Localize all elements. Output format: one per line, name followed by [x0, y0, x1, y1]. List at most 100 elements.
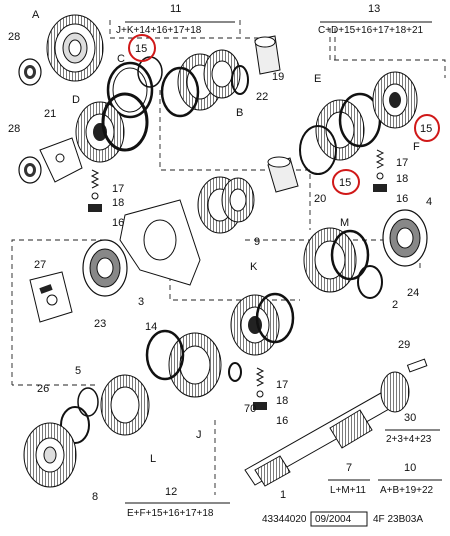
gasket-plate	[119, 199, 201, 286]
highlight-circle-15-right	[414, 114, 440, 142]
label-19: 19	[272, 71, 284, 83]
gear-L	[100, 374, 150, 436]
label-27: 27	[34, 259, 46, 271]
hub-D	[75, 101, 125, 163]
label-20: 20	[314, 193, 326, 205]
bolt-27	[39, 284, 53, 294]
label-3: 3	[138, 296, 144, 308]
label-21: 21	[44, 108, 56, 120]
group-12-formula: E+F+15+16+17+18	[127, 508, 214, 519]
ring-15-mid	[299, 125, 337, 175]
highlight-circles	[128, 34, 440, 195]
label-23: 23	[94, 318, 106, 330]
group-13-formula: C+D+15+16+17+18+21	[318, 25, 424, 36]
footer-ref: 43344020	[262, 514, 307, 525]
gear-A	[46, 14, 104, 82]
label-J: J	[196, 429, 202, 441]
label-18-right: 18	[396, 173, 408, 185]
label-70: 70	[244, 403, 256, 415]
ring-behind-D	[101, 92, 149, 152]
group-12-number: 12	[165, 486, 177, 498]
hub-K	[230, 292, 295, 356]
label-14: 14	[145, 321, 157, 333]
label-D: D	[72, 94, 80, 106]
group-10-formula: A+B+19+22	[380, 485, 434, 496]
label-E: E	[314, 73, 321, 85]
group-10-number: 10	[404, 462, 416, 474]
synchro-ring-C	[106, 61, 154, 119]
bearing-28-lower	[18, 156, 42, 184]
label-9: 9	[254, 236, 260, 248]
group-30: 30 2+3+4+23	[385, 412, 440, 445]
footer: 43344020 09/2004 4F 23B03A	[262, 511, 423, 527]
label-M: M	[340, 217, 349, 229]
part-labels: A 28 C D 21 28 17 18 16 19 22 B E F 17 1…	[8, 9, 432, 503]
gear-2	[357, 265, 383, 299]
gear-M	[303, 227, 370, 293]
label-17-left: 17	[112, 183, 124, 195]
label-8: 8	[92, 491, 98, 503]
label-L: L	[150, 453, 156, 465]
label-18-left: 18	[112, 197, 124, 209]
group-30-number: 30	[404, 412, 416, 424]
footer-code: 4F 23B03A	[373, 514, 423, 525]
label-17-center: 17	[276, 379, 288, 391]
circlip-5	[77, 387, 99, 417]
label-5: 5	[75, 365, 81, 377]
label-22: 22	[256, 91, 268, 103]
bearing-28-top	[18, 58, 42, 86]
label-2: 2	[392, 299, 398, 311]
label-B: B	[236, 107, 243, 119]
hub-F	[372, 71, 418, 129]
label-1: 1	[280, 489, 286, 501]
detent-assembly-right	[373, 149, 387, 192]
label-15-mid: 15	[339, 177, 351, 189]
label-C: C	[117, 53, 125, 65]
group-13: 13 C+D+15+16+17+18+21	[318, 3, 432, 36]
label-18-center: 18	[276, 395, 288, 407]
group-10: 10 A+B+19+22	[378, 462, 442, 496]
ring-22	[231, 65, 249, 95]
gear-E	[315, 92, 382, 161]
retainer-plate-23	[29, 271, 73, 323]
group-7: 7 L+M+11	[328, 462, 370, 496]
group-13-number: 13	[368, 3, 380, 15]
gear-8	[23, 422, 77, 488]
gear-9	[197, 176, 255, 234]
label-15-right: 15	[420, 123, 432, 135]
bushing-19	[254, 35, 281, 75]
label-24: 24	[407, 287, 419, 299]
label-K: K	[250, 261, 258, 273]
group-11-formula: J+K+14+16+17+18	[116, 25, 202, 36]
label-28-top: 28	[8, 31, 20, 43]
group-7-formula: L+M+11	[330, 485, 366, 496]
label-28-lower: 28	[8, 123, 20, 135]
detent-assembly-center	[253, 367, 267, 410]
group-11: 11 J+K+14+16+17+18	[116, 3, 235, 36]
ring-26	[60, 406, 90, 444]
group-30-formula: 2+3+4+23	[386, 434, 432, 445]
bearing-3	[82, 239, 128, 297]
highlight-circle-15-mid	[332, 169, 360, 195]
footer-date: 09/2004	[315, 514, 352, 525]
bolt-29	[406, 358, 428, 373]
label-16-center: 16	[276, 415, 288, 427]
label-4: 4	[426, 196, 432, 208]
label-F: F	[413, 141, 420, 153]
label-15-top: 15	[135, 43, 147, 55]
highlight-circle-15-top	[128, 34, 156, 62]
label-17-right: 17	[396, 157, 408, 169]
group-12: 12 E+F+15+16+17+18	[125, 486, 230, 519]
detent-assembly-left	[88, 169, 102, 212]
label-26: 26	[37, 383, 49, 395]
group-11-number: 11	[170, 3, 181, 15]
group-7-number: 7	[346, 462, 352, 474]
label-A: A	[32, 9, 40, 21]
mainshaft-1	[244, 371, 410, 487]
bushing-20	[267, 156, 299, 193]
gear-J	[145, 329, 222, 398]
label-29: 29	[398, 339, 410, 351]
highlighted-labels: 15 15 15	[135, 43, 432, 189]
